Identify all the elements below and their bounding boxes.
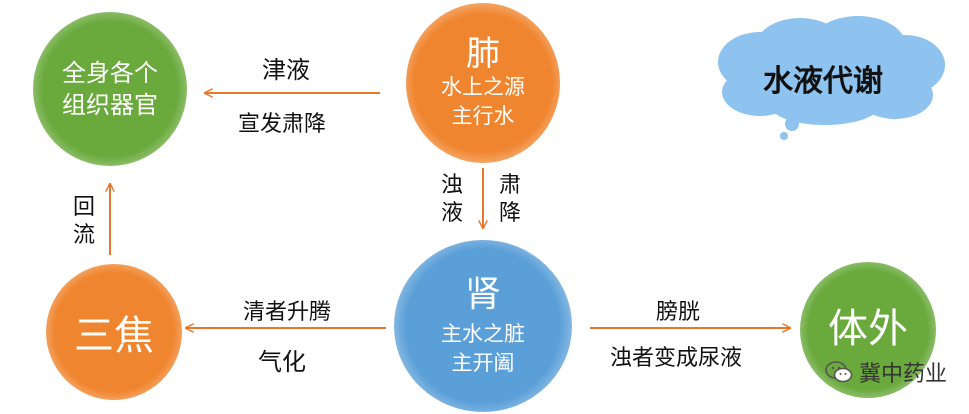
node-lung-title: 肺 [466,33,500,74]
label-kidney-outside-bottom: 浊者变成尿液 [610,346,743,371]
label-kidney-outside-top: 膀胱 [656,300,701,325]
node-tissues-line1: 全身各个 [62,58,158,87]
node-lung-line2: 主行水 [451,103,515,128]
label-kidney-sanjiao-top: 清者升腾 [243,300,332,325]
label-lung-tissues-bottom: 宣发肃降 [238,112,327,137]
label-sanjiao-tissues-1: 回 [72,195,95,220]
label-lung-kidney-left-2: 液 [440,200,463,226]
node-tissues-line2: 组织器官 [62,91,158,119]
label-lung-kidney-right-1: 肃 [498,173,521,198]
cloud-shape [718,16,945,140]
node-sanjiao-title: 三焦 [74,313,154,359]
node-kidney-line1: 主水之脏 [441,322,525,347]
node-lung-line1: 水上之源 [441,75,525,100]
node-kidney-title: 肾 [464,273,501,315]
watermark: 冀中药业 [825,356,947,388]
label-lung-kidney-right-2: 降 [498,200,521,226]
node-outside: 体外 [800,262,936,398]
watermark-text: 冀中药业 [858,362,947,387]
node-kidney-line2: 主开阖 [451,350,515,375]
node-kidney: 肾 主水之脏 主开阖 [394,240,572,412]
node-lung: 肺 水上之源 主行水 [406,3,560,163]
node-tissues: 全身各个 组织器官 [33,12,187,166]
label-sanjiao-tissues-2: 流 [72,222,95,248]
label-lung-kidney-right: 肃 降 [497,172,523,227]
label-lung-tissues-top: 津液 [262,56,310,84]
wechat-icon [825,361,853,383]
label-lung-kidney-left: 浊 液 [439,172,465,227]
node-sanjiao: 三焦 [46,264,182,400]
cloud-title: 水液代谢 [763,64,883,99]
label-lung-kidney-left-1: 浊 [440,173,463,198]
node-outside-title: 体外 [828,306,908,352]
label-sanjiao-tissues: 回 流 [71,194,97,249]
label-kidney-sanjiao-bottom: 气化 [258,348,306,376]
